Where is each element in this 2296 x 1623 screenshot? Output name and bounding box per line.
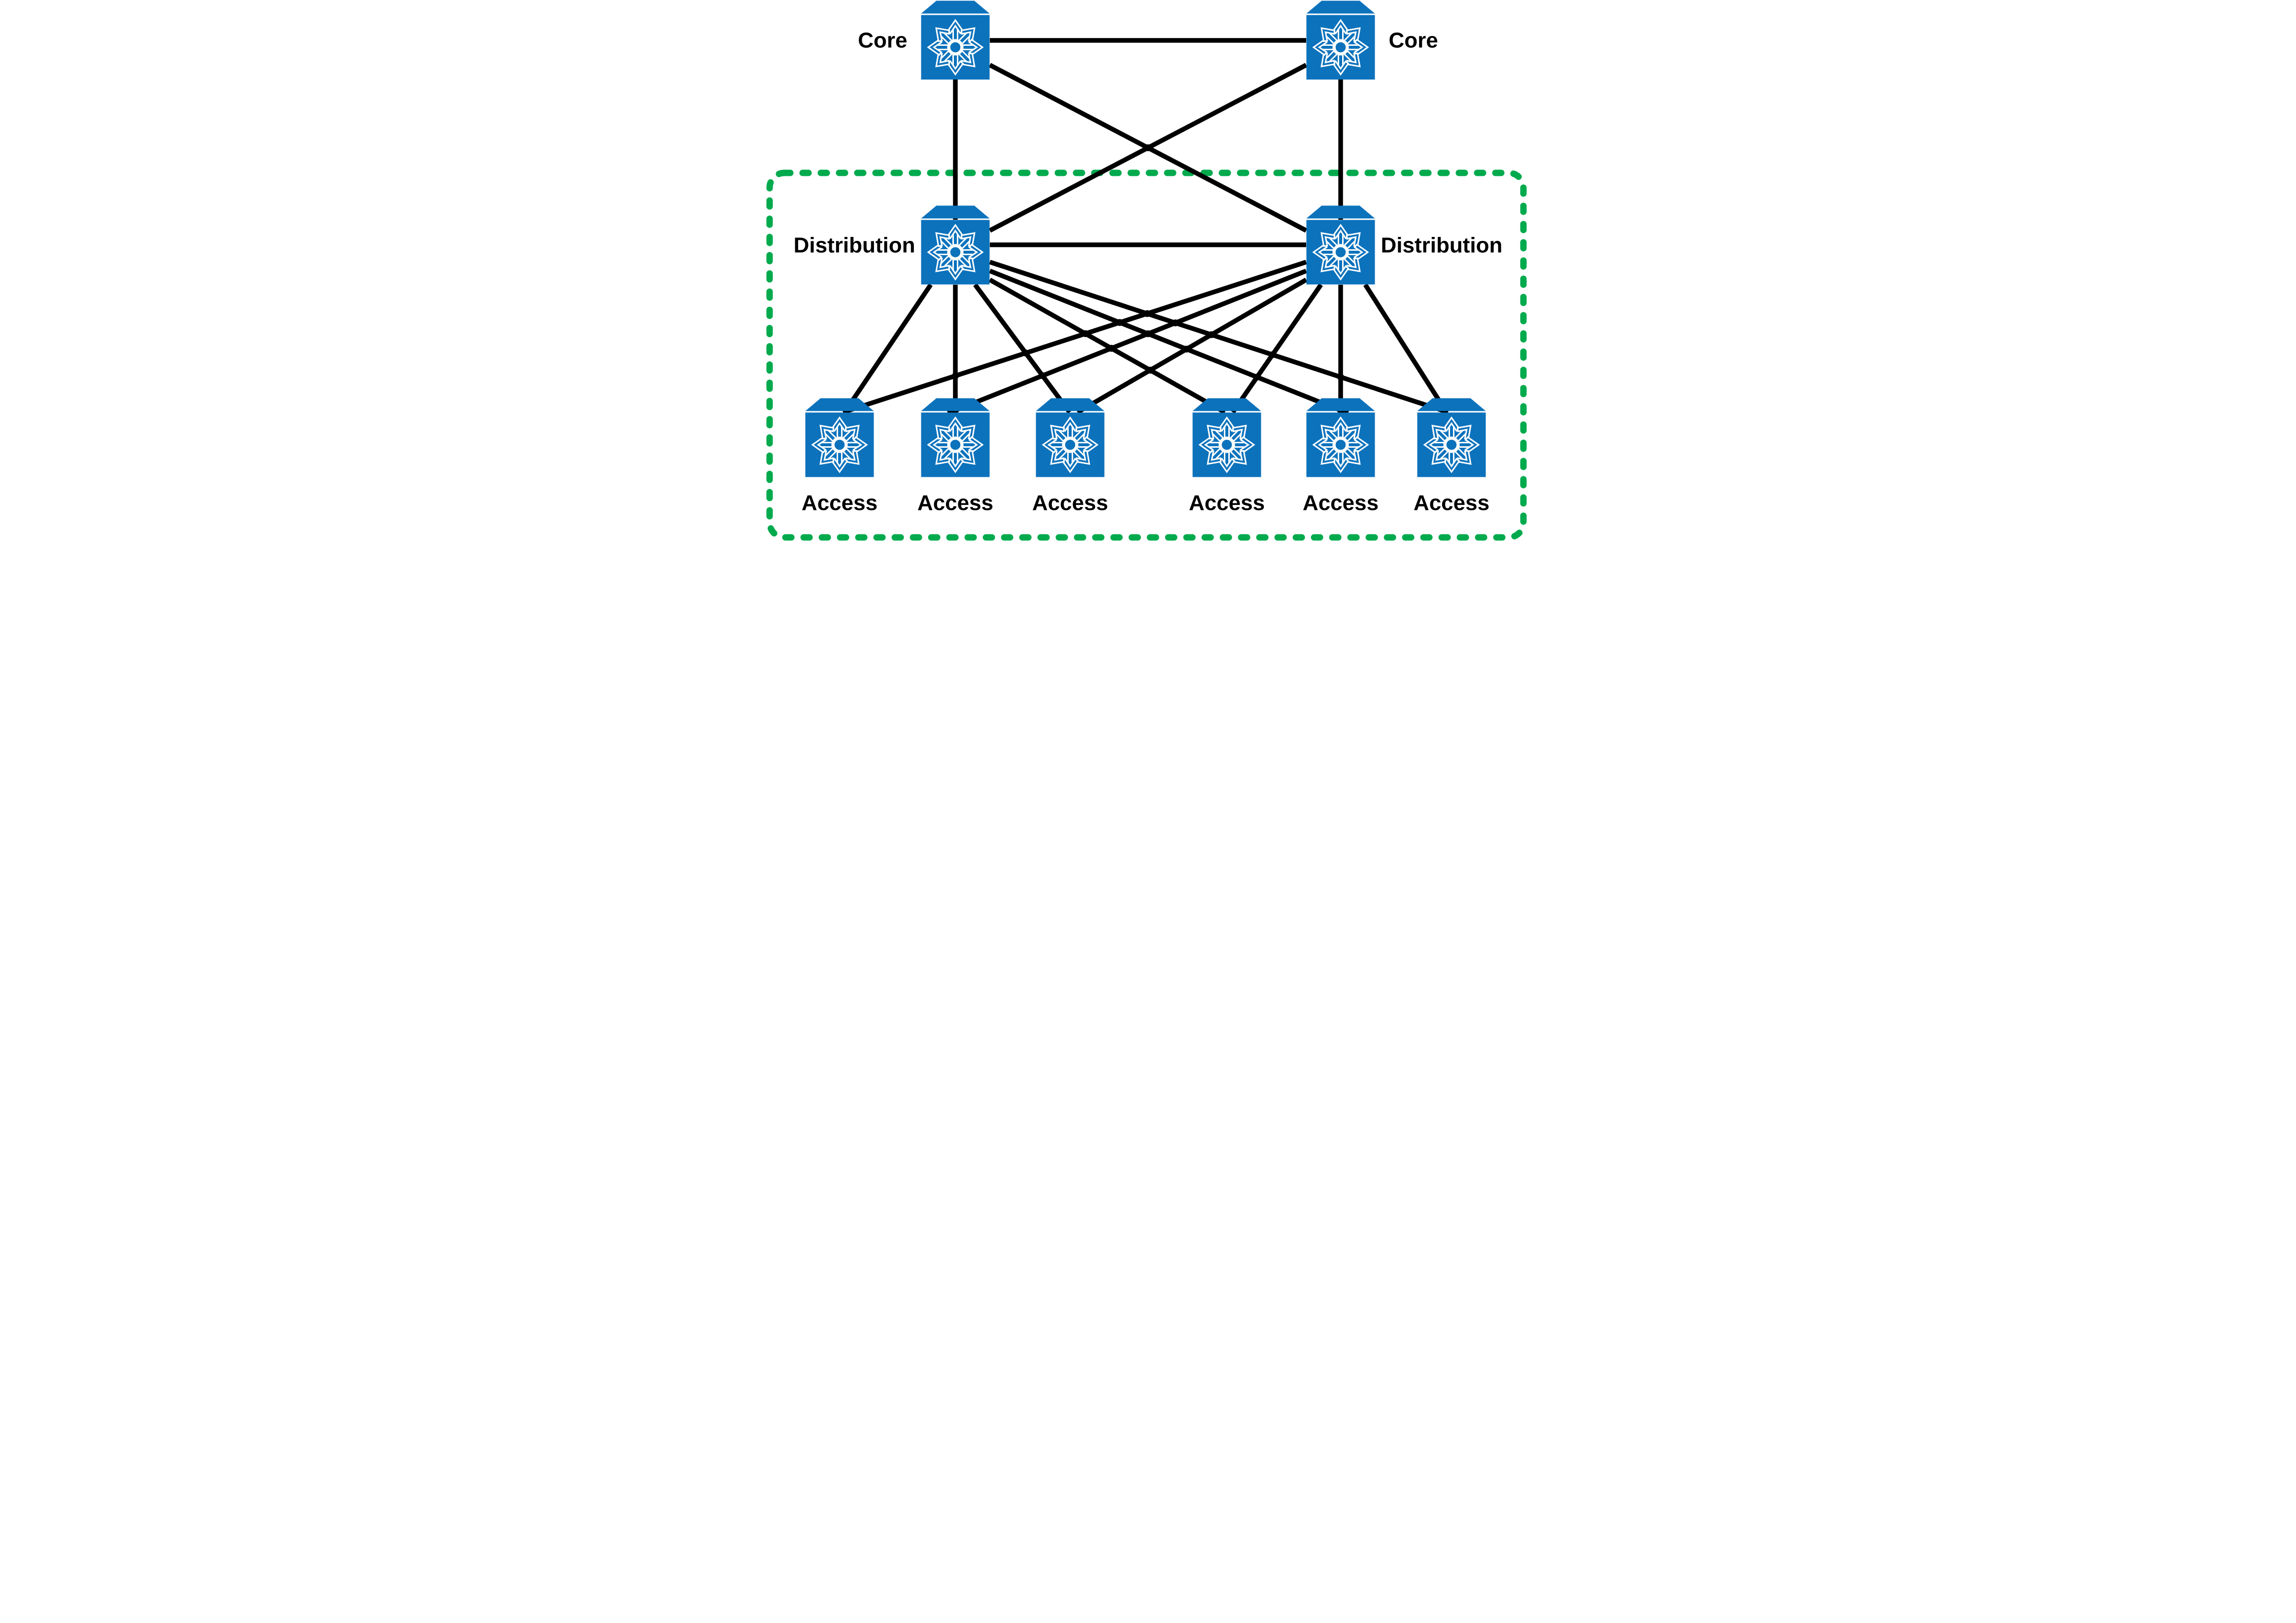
multilayer-switch-icon--core-right	[1306, 0, 1375, 80]
access-6-label: Access	[1413, 491, 1489, 515]
junction-dot	[1182, 345, 1190, 353]
switch-top-face	[1306, 398, 1375, 411]
junction-dot	[1022, 349, 1029, 357]
link-dist-left--access-3	[973, 283, 1072, 414]
junction-dot	[1116, 319, 1123, 326]
switch-top-face	[921, 398, 989, 411]
junction-dot	[1143, 310, 1150, 317]
switch-top-face	[921, 205, 989, 219]
switch-top-face	[921, 0, 989, 14]
multidirection-arrows-icon	[810, 416, 868, 473]
junction-dot	[1172, 319, 1179, 327]
link-dist-left--access-6	[989, 260, 1449, 415]
multilayer-switch-icon--access-1	[805, 398, 874, 477]
junction-dot	[1081, 330, 1089, 337]
dist-right-label: Distribution	[1381, 233, 1502, 258]
junction-dot	[1208, 331, 1215, 338]
link-dist-left--access-4	[988, 277, 1226, 415]
access-5-label: Access	[1302, 491, 1378, 515]
multidirection-arrows-icon	[1041, 416, 1099, 473]
multidirection-arrows-icon	[1312, 224, 1369, 281]
link-dist-right--access-2	[946, 268, 1307, 416]
junction-dot	[1253, 373, 1260, 381]
multilayer-switch-icon--access-4	[1192, 398, 1261, 477]
switch-top-face	[1306, 205, 1375, 219]
core-right-label: Core	[1388, 29, 1438, 53]
switch-top-face	[1192, 398, 1261, 411]
junction-dot	[1337, 373, 1344, 381]
junction-dot	[1108, 345, 1115, 352]
link-dist-right--access-1	[842, 260, 1307, 415]
switch-top-face	[1306, 0, 1375, 14]
core-left-label: Core	[858, 29, 907, 53]
links-layer	[842, 38, 1449, 416]
multidirection-arrows-icon	[1422, 416, 1480, 473]
switch-top-face	[1417, 398, 1486, 411]
junction-dot	[1146, 366, 1153, 374]
multilayer-switch-icon--dist-right	[1306, 205, 1375, 285]
multidirection-arrows-icon	[926, 19, 984, 76]
junction-dot	[1039, 372, 1046, 379]
access-3-label: Access	[1032, 491, 1108, 515]
multidirection-arrows-icon	[1312, 416, 1369, 473]
multilayer-switch-icon--dist-left	[921, 205, 989, 285]
switch-nodes-layer	[805, 0, 1486, 477]
multilayer-switch-icon--core-left	[921, 0, 989, 80]
switch-top-face	[805, 398, 874, 411]
multilayer-switch-icon--access-2	[921, 398, 989, 477]
dist-left-label: Distribution	[793, 233, 915, 258]
junction-dot	[1144, 144, 1151, 151]
junction-dot	[1269, 351, 1276, 359]
multilayer-switch-icon--access-3	[1036, 398, 1104, 477]
link-dist-right--access-4	[1230, 283, 1323, 414]
access-1-label: Access	[801, 491, 877, 515]
junction-dot	[1144, 330, 1151, 337]
junction-dot	[951, 372, 959, 380]
multilayer-switch-icon--access-5	[1306, 398, 1375, 477]
link-dist-left--access-5	[988, 268, 1349, 416]
switch-top-face	[1036, 398, 1104, 411]
link-dist-right--access-3	[1076, 277, 1307, 415]
junction-dots-layer	[951, 144, 1344, 414]
link-dist-left--access-1	[842, 283, 933, 414]
distribution-access-boundary	[766, 169, 1526, 541]
multilayer-switch-icon--access-6	[1417, 398, 1486, 477]
enclosure-layer	[766, 169, 1526, 541]
multidirection-arrows-icon	[1198, 416, 1255, 473]
access-4-label: Access	[1188, 491, 1264, 515]
multidirection-arrows-icon	[926, 416, 984, 473]
multidirection-arrows-icon	[1312, 19, 1369, 76]
link-dist-right--access-6	[1363, 283, 1449, 414]
multidirection-arrows-icon	[926, 224, 984, 281]
access-2-label: Access	[917, 491, 993, 515]
